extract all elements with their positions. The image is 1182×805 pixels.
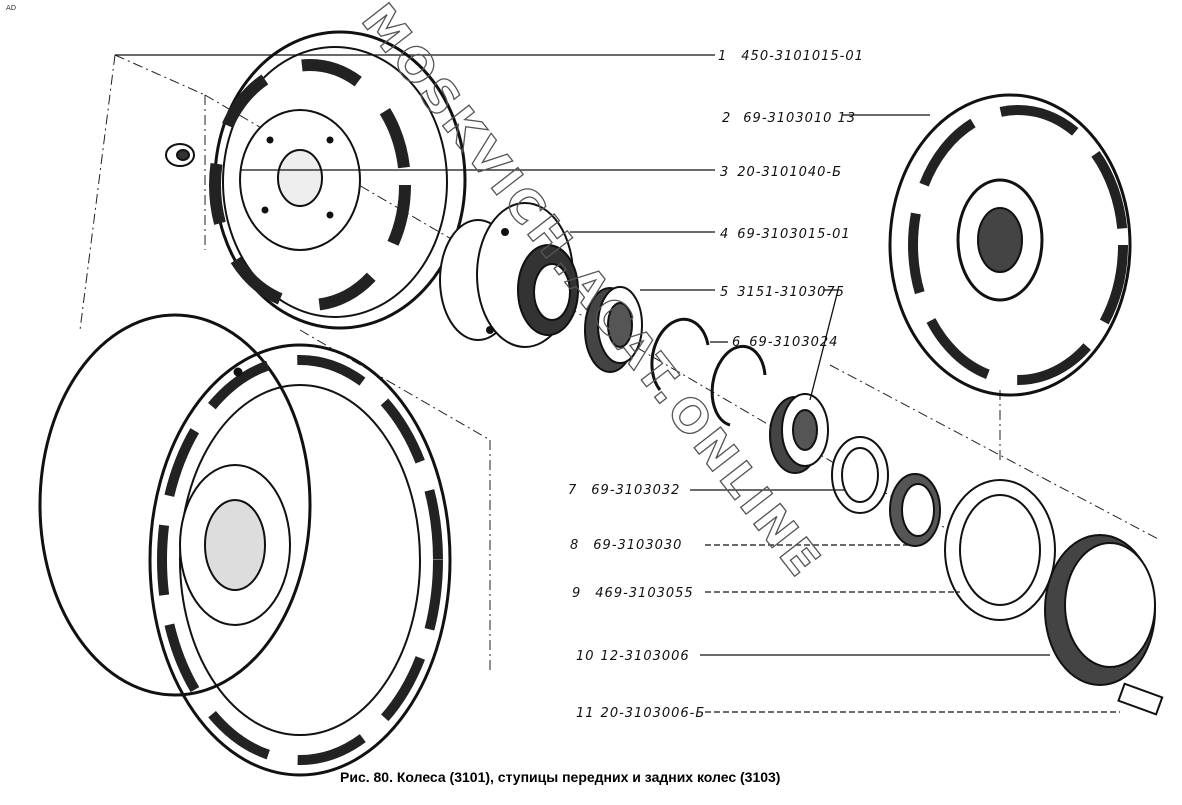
callout-number: 1	[718, 49, 727, 64]
part-number: 3151-3103075	[737, 285, 845, 300]
callout-8: 8 69-3103030	[570, 538, 682, 553]
corner-mark: AD	[6, 4, 16, 12]
wheel-rim-lower	[38, 313, 452, 777]
callout-1: 1 450-3101015-01	[718, 49, 864, 64]
callout-number: 11	[576, 706, 595, 721]
callout-number: 6	[732, 335, 741, 350]
callout-11: 11 20-3103006-Б	[576, 706, 705, 721]
callout-4: 4 69-3103015-01	[720, 227, 851, 242]
callout-number: 4	[720, 227, 729, 242]
lock-washer	[831, 436, 889, 514]
callout-number: 3	[720, 165, 729, 180]
hub-nut	[889, 473, 941, 547]
hub-cap	[1044, 534, 1156, 686]
part-number: 12-3103006	[601, 649, 690, 664]
callout-3: 3 20-3101040-Б	[720, 165, 842, 180]
callout-number: 8	[570, 538, 579, 553]
wheel-nut	[165, 143, 195, 167]
bearing-outer	[584, 286, 643, 373]
part-number: 69-3103024	[749, 335, 838, 350]
leader-lines	[115, 54, 1120, 713]
callout-6: 6 69-3103024	[732, 335, 838, 350]
callout-number: 9	[572, 586, 581, 601]
figure-caption: Рис. 80. Колеса (3101), ступицы передних…	[340, 769, 780, 785]
part-number: 20-3101040-Б	[737, 165, 842, 180]
svg-text:669-3103024: 6 69-3103024	[732, 335, 838, 350]
snap-rings	[650, 317, 767, 427]
callout-5: 5 3151-3103075	[720, 285, 845, 300]
svg-text:269-3103010 13: 2 69-3103010 13	[722, 111, 856, 126]
callout-10: 10 12-3103006	[576, 649, 690, 664]
part-number: 20-3103006-Б	[601, 706, 706, 721]
callout-2: 2 69-3103010 13	[722, 111, 856, 126]
callout-number: 2	[722, 111, 731, 126]
part-number: 69-3103032	[591, 483, 680, 498]
brake-drum-right	[888, 93, 1132, 397]
svg-text:320-3101040-Б: 3 20-3101040-Б	[720, 165, 842, 180]
svg-text:869-3103030: 8 69-3103030	[570, 538, 682, 553]
gasket	[944, 479, 1056, 621]
bearing-inner	[769, 393, 829, 474]
part-number: 69-3103015-01	[737, 227, 850, 242]
wheel-disc-upper	[209, 30, 467, 330]
bolt	[1117, 682, 1164, 716]
part-number: 450-3101015-01	[741, 49, 864, 64]
wheel-hub	[439, 202, 579, 348]
part-number: 69-3103030	[593, 538, 682, 553]
callout-number: 5	[720, 285, 729, 300]
svg-text:769-3103032: 7 69-3103032	[568, 483, 680, 498]
svg-text:469-3103015-01: 4 69-3103015-01	[720, 227, 851, 242]
callout-number: 10	[576, 649, 595, 664]
part-number: 469-3103055	[595, 586, 693, 601]
callout-number: 7	[568, 483, 577, 498]
part-number: 69-3103010 13	[743, 111, 856, 126]
callout-9: 9 469-3103055	[572, 586, 694, 601]
callout-labels: 1 450-3101015-01 2 69-3103010 13 3 20-31010…	[568, 49, 864, 721]
callout-7: 7 69-3103032	[568, 483, 680, 498]
